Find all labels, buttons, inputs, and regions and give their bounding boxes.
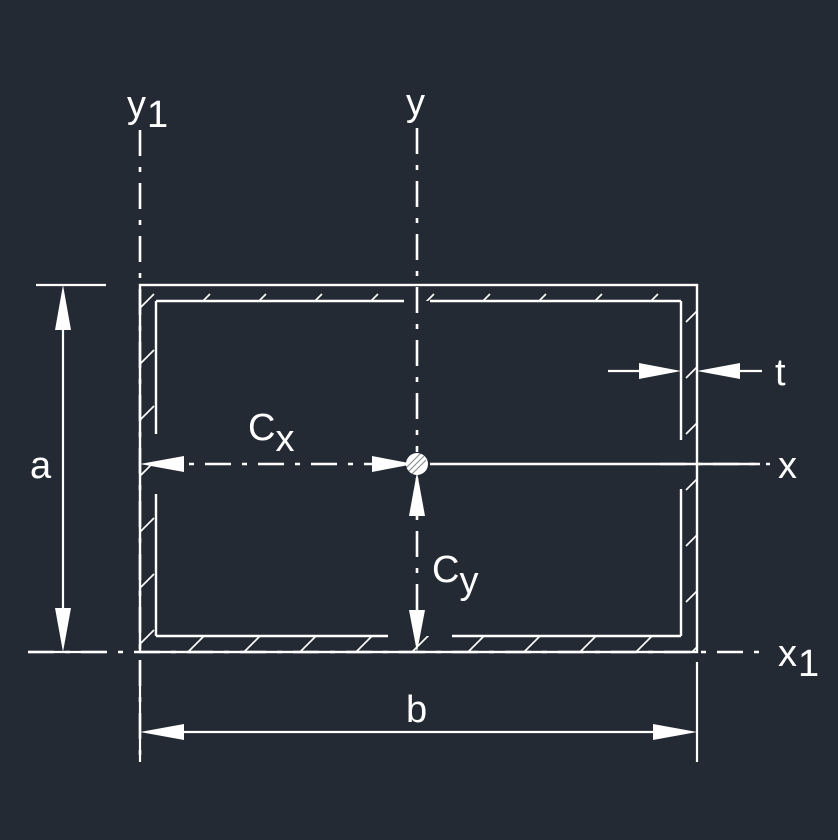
dimension-a — [28, 283, 106, 654]
centroid-marker — [405, 451, 428, 477]
dimension-a-label: a — [30, 445, 52, 487]
cx-arrow-left — [140, 456, 184, 472]
dimension-cx-label: Cx — [248, 407, 294, 460]
dim-t-arrow-left — [639, 363, 681, 379]
dimension-cy — [409, 472, 425, 652]
cy-arrow-top — [409, 472, 425, 516]
dim-a-arrow-bottom — [55, 608, 71, 652]
dim-a-arrow-top — [55, 285, 71, 330]
axis-y-label: y — [406, 82, 425, 124]
axis-x1-label: x1 — [778, 633, 819, 685]
axis-x-label: x — [778, 445, 797, 487]
dimension-t-label: t — [775, 352, 786, 394]
dim-b-arrow-right — [653, 724, 697, 740]
dimension-b — [138, 662, 699, 762]
axis-y1-label: y1 — [127, 84, 168, 136]
dimension-b-label: b — [406, 689, 427, 731]
dimension-t — [608, 363, 762, 379]
dim-t-arrow-right — [697, 363, 740, 379]
dimension-cx — [140, 456, 414, 472]
cx-arrow-right — [372, 456, 414, 472]
section-inner-outline — [154, 299, 683, 638]
dimension-cy-label: Cy — [432, 549, 478, 602]
cy-arrow-bottom — [409, 610, 425, 652]
dim-b-arrow-left — [140, 724, 184, 740]
